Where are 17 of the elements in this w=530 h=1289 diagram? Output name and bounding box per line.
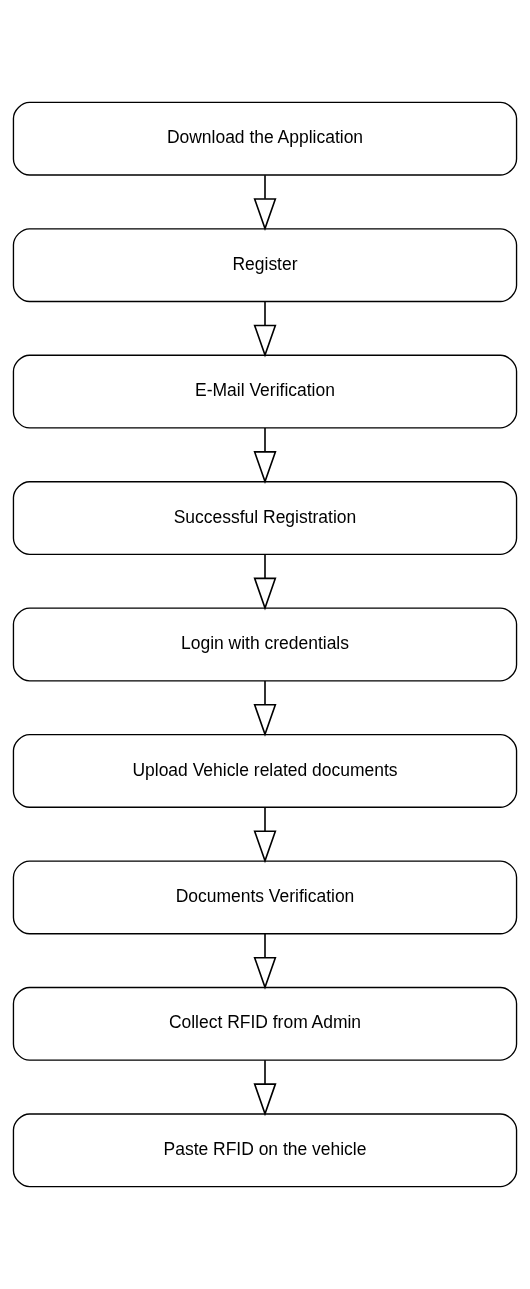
arrow (253, 1059, 277, 1117)
arrow (253, 933, 277, 990)
node-box: Register (12, 228, 518, 303)
node-box: Successful Registration (12, 481, 518, 556)
arrow (253, 300, 277, 358)
node-box: Download the Application (12, 101, 518, 176)
arrow (253, 806, 277, 864)
arrow (253, 553, 277, 611)
node-box: Upload Vehicle related documents (12, 733, 518, 808)
arrow (253, 680, 277, 737)
node-box: Documents Verification (12, 860, 518, 935)
node-box: Paste RFID on the vehicle (12, 1113, 518, 1188)
node-box: Login with credentials (12, 607, 518, 682)
arrow (253, 427, 277, 484)
node-box: Collect RFID from Admin (12, 986, 518, 1061)
node-box: E-Mail Verification (12, 354, 518, 429)
arrow (253, 174, 277, 232)
